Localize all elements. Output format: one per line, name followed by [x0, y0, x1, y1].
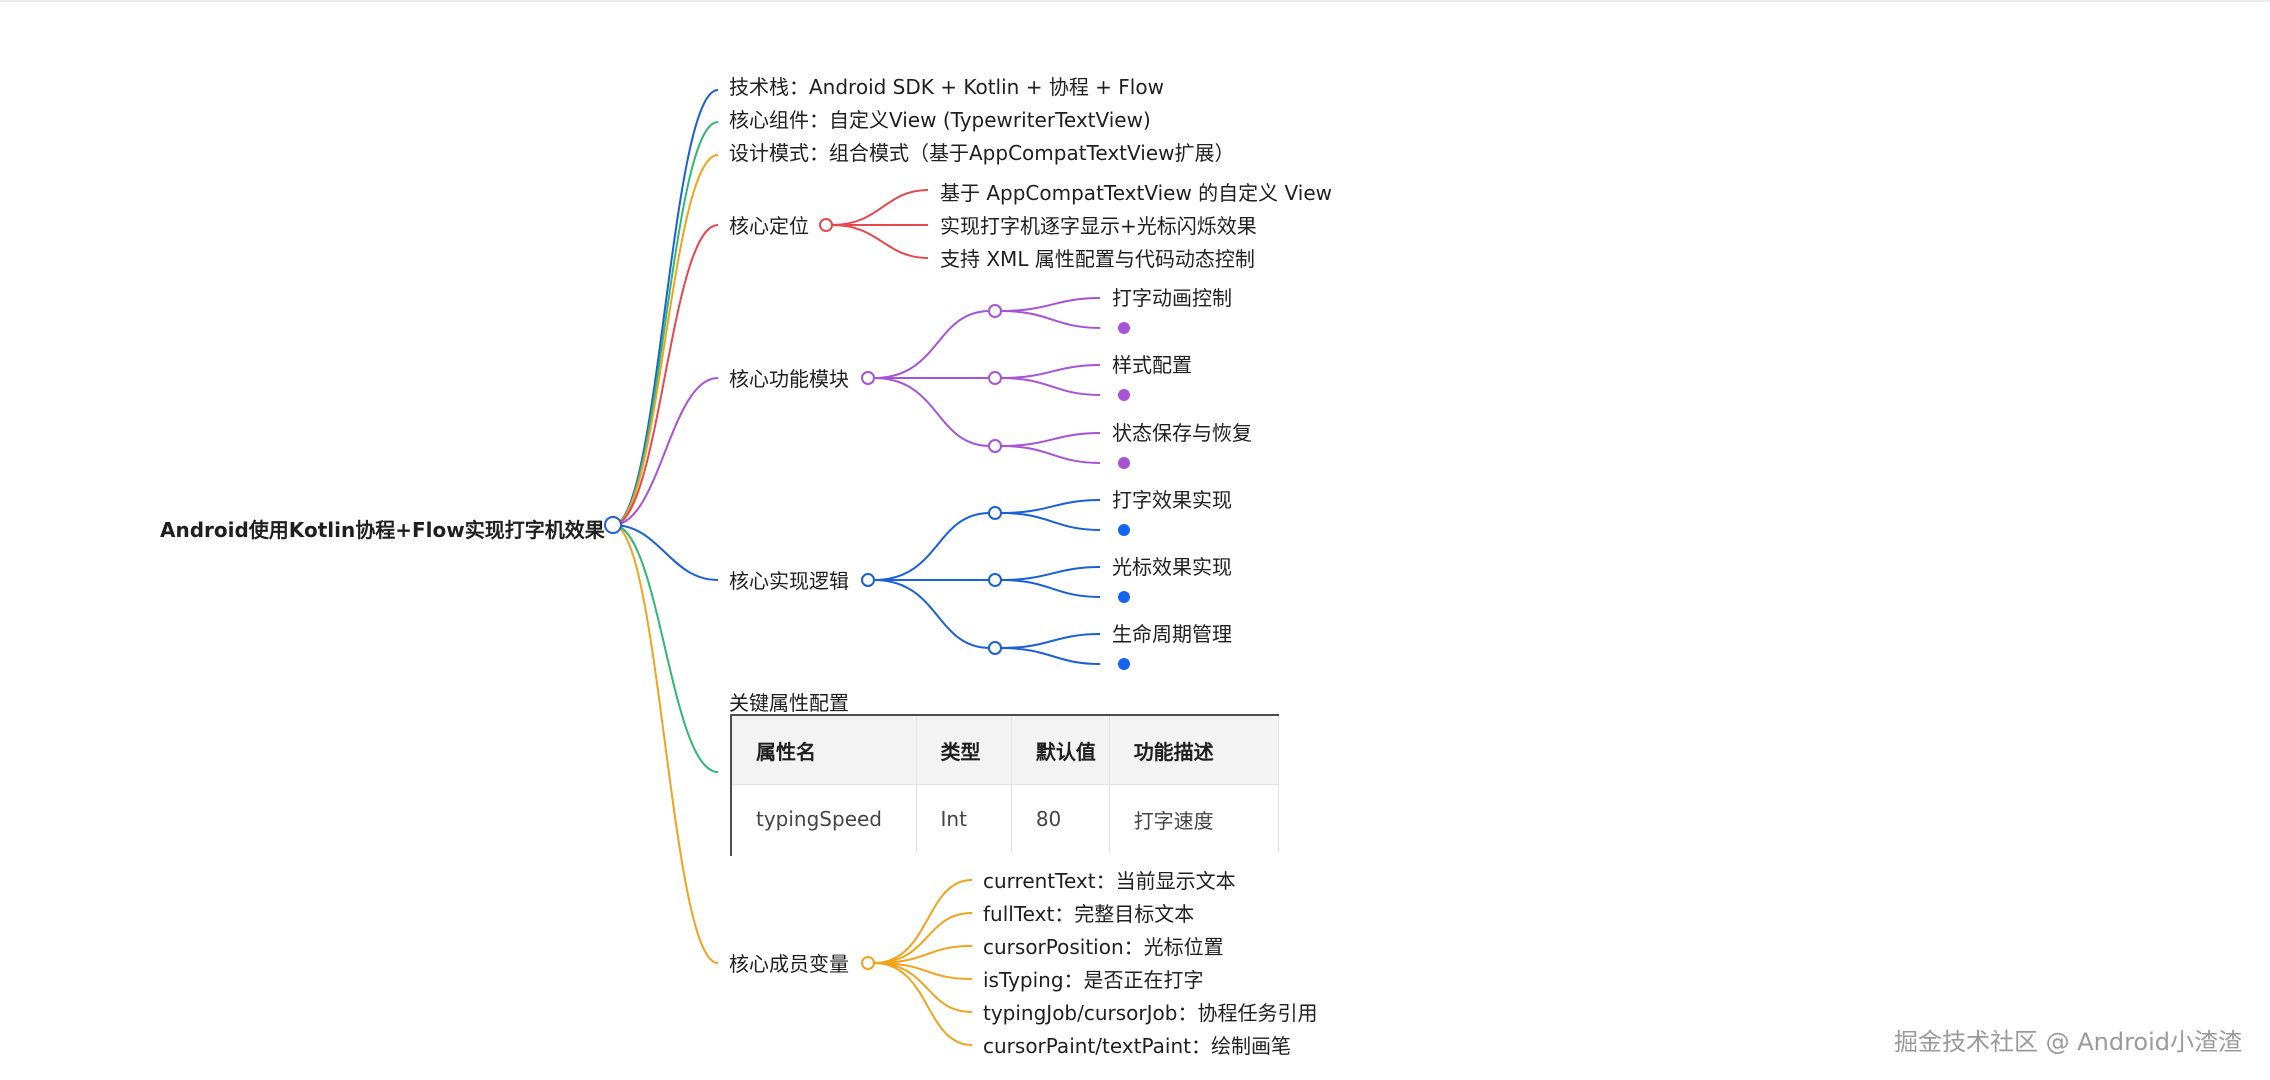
- table-cell: 打字速度: [1109, 784, 1279, 853]
- positioning-item[interactable]: 基于 AppCompatTextView 的自定义 View: [940, 181, 1332, 205]
- members-item[interactable]: isTyping：是否正在打字: [983, 968, 1204, 992]
- modules-item[interactable]: 打字动画控制: [1112, 286, 1232, 310]
- positioning-node: [819, 218, 833, 232]
- link-modules: [612, 377, 719, 526]
- link-attributes: [612, 524, 719, 773]
- table-cell: 80: [1011, 784, 1110, 853]
- branch-modules[interactable]: 核心功能模块: [729, 367, 849, 391]
- modules-item[interactable]: 样式配置: [1112, 353, 1192, 377]
- modules-node: [861, 371, 875, 385]
- table-row: typingSpeed Int 80 打字速度: [732, 784, 1279, 853]
- branch-tech[interactable]: 技术栈：Android SDK + Kotlin + 协程 + Flow: [729, 75, 1164, 99]
- table-header: 类型: [916, 716, 1012, 785]
- branch-members[interactable]: 核心成员变量: [729, 952, 849, 976]
- positioning-item[interactable]: 实现打字机逐字显示+光标闪烁效果: [940, 214, 1257, 238]
- table-cell: typingSpeed: [732, 784, 917, 853]
- attributes-table-viewport[interactable]: 属性名 类型 默认值 功能描述 typingSpeed Int 80 打字速度: [730, 714, 1279, 856]
- logic-leaf-dot: [1118, 658, 1130, 670]
- logic-item[interactable]: 打字效果实现: [1112, 488, 1232, 512]
- branch-component[interactable]: 核心组件：自定义View (TypewriterTextView): [729, 108, 1151, 132]
- members-node: [861, 956, 875, 970]
- link-positioning: [612, 224, 719, 526]
- members-item[interactable]: cursorPosition：光标位置: [983, 935, 1224, 959]
- logic-item[interactable]: 生命周期管理: [1112, 622, 1232, 646]
- members-item[interactable]: fullText：完整目标文本: [983, 902, 1195, 926]
- table-header: 属性名: [732, 716, 917, 785]
- table-header-row: 属性名 类型 默认值 功能描述: [732, 716, 1279, 785]
- table-header: 默认值: [1011, 716, 1110, 785]
- modules-leaf-dot: [1118, 457, 1130, 469]
- modules-leaf-dot: [1118, 322, 1130, 334]
- link-pattern: [612, 154, 719, 526]
- link-members: [612, 524, 719, 964]
- root-node: [604, 516, 622, 534]
- modules-leaf-dot: [1118, 389, 1130, 401]
- table-header: 功能描述: [1109, 716, 1279, 785]
- positioning-item[interactable]: 支持 XML 属性配置与代码动态控制: [940, 247, 1255, 271]
- branch-pattern[interactable]: 设计模式：组合模式（基于AppCompatTextView扩展）: [729, 141, 1235, 165]
- members-item[interactable]: cursorPaint/textPaint：绘制画笔: [983, 1034, 1291, 1058]
- link-logic: [612, 524, 719, 581]
- logic-leaf-dot: [1118, 524, 1130, 536]
- branch-logic[interactable]: 核心实现逻辑: [729, 569, 849, 593]
- members-item[interactable]: typingJob/cursorJob：协程任务引用: [983, 1001, 1318, 1025]
- modules-item[interactable]: 状态保存与恢复: [1112, 421, 1252, 445]
- top-divider: [0, 0, 2270, 2]
- link-component: [612, 121, 719, 526]
- branch-positioning[interactable]: 核心定位: [729, 214, 809, 238]
- table-cell: Int: [916, 784, 1012, 853]
- logic-item[interactable]: 光标效果实现: [1112, 555, 1232, 579]
- logic-leaf-dot: [1118, 591, 1130, 603]
- branch-attributes[interactable]: 关键属性配置: [729, 691, 849, 715]
- root-title[interactable]: Android使用Kotlin协程+Flow实现打字机效果: [160, 518, 605, 542]
- attributes-table: 属性名 类型 默认值 功能描述 typingSpeed Int 80 打字速度: [732, 716, 1279, 853]
- link-tech: [612, 89, 719, 526]
- watermark-text: 掘金技术社区 @ Android小渣渣: [1893, 1028, 2242, 1056]
- members-item[interactable]: currentText：当前显示文本: [983, 869, 1236, 893]
- logic-node: [861, 573, 875, 587]
